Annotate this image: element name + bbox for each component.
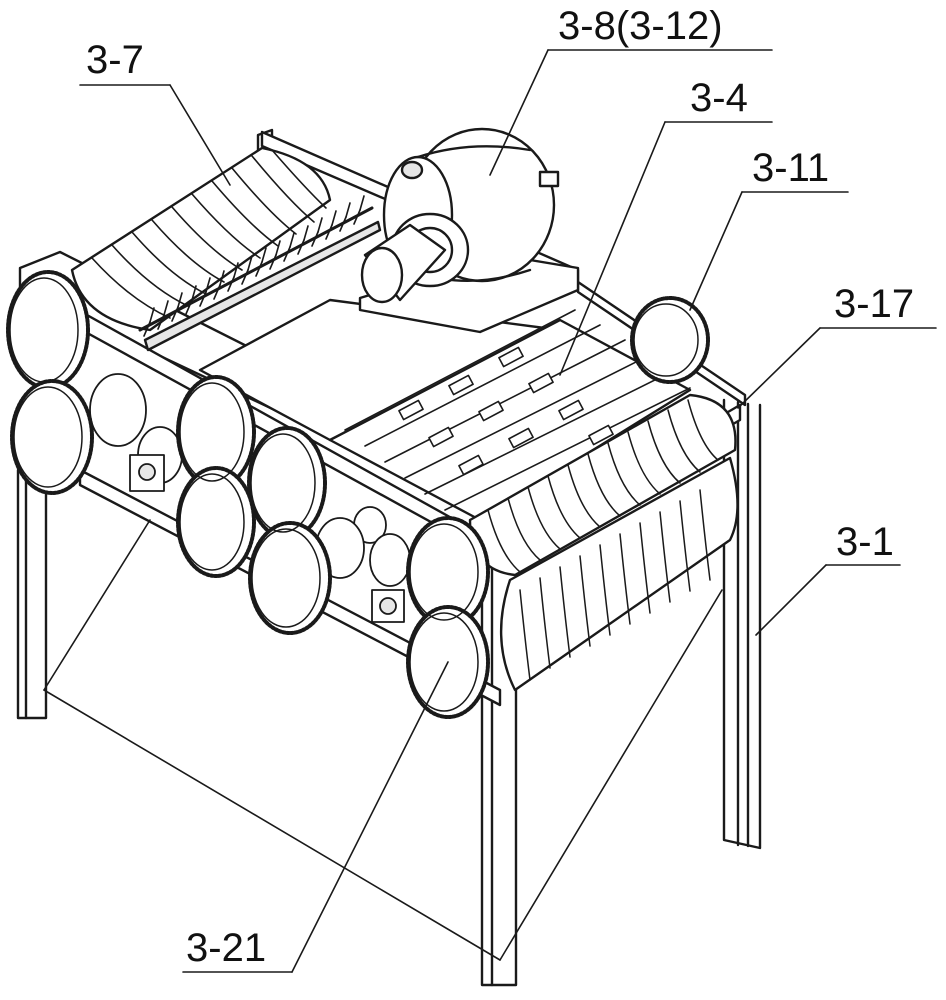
callout-label: 3-17 bbox=[834, 282, 915, 326]
ribbed-rollers bbox=[468, 393, 739, 692]
callout-label: 3-1 bbox=[836, 520, 894, 564]
brush-roller bbox=[70, 146, 382, 352]
paddle-rollers bbox=[328, 309, 692, 522]
callout-label: 3-11 bbox=[752, 146, 830, 190]
disc-wheels bbox=[6, 270, 710, 719]
leader-lines bbox=[43, 49, 937, 973]
callout-label: 3-21 bbox=[186, 926, 267, 970]
callout-label: 3-4 bbox=[690, 76, 748, 120]
callout-label: 3-7 bbox=[86, 38, 144, 82]
motor bbox=[358, 127, 580, 334]
callout-label: 3-8(3-12) bbox=[558, 4, 723, 48]
